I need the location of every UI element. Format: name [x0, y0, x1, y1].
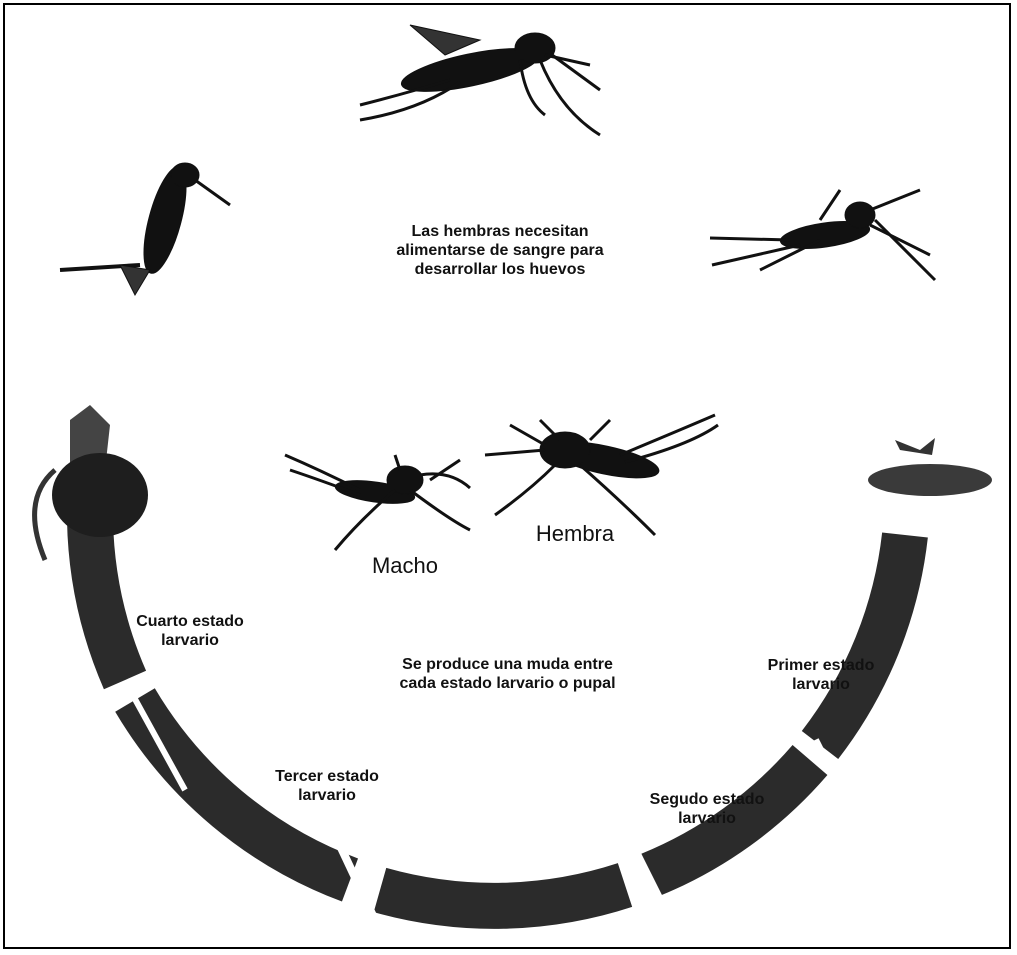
- mosquito-emerging-icon: [60, 163, 230, 295]
- mosquito-feeding-icon: [360, 25, 600, 135]
- center-top-text: Las hembras necesitan alimentarse de san…: [385, 222, 615, 280]
- stage-first-label: Primer estado larvario: [756, 656, 886, 694]
- mosquito-resting-icon: [710, 190, 935, 280]
- male-mosquito-icon: [285, 455, 470, 550]
- stage-second-label: Segudo estado larvario: [632, 790, 782, 828]
- female-label: Hembra: [520, 521, 630, 547]
- stage-fourth-label: Cuarto estado larvario: [120, 612, 260, 650]
- ring-segment-third: [380, 885, 625, 906]
- female-mosquito-icon: [485, 415, 718, 535]
- larval-cycle-ring: [90, 520, 905, 920]
- stage-third-label: Tercer estado larvario: [262, 767, 392, 805]
- ring-segment-first: [820, 535, 905, 745]
- egg-raft-icon: [868, 438, 992, 496]
- ring-segment-pupa: [90, 520, 125, 680]
- center-bottom-text: Se produce una muda entre cada estado la…: [395, 655, 620, 693]
- male-label: Macho: [355, 553, 455, 579]
